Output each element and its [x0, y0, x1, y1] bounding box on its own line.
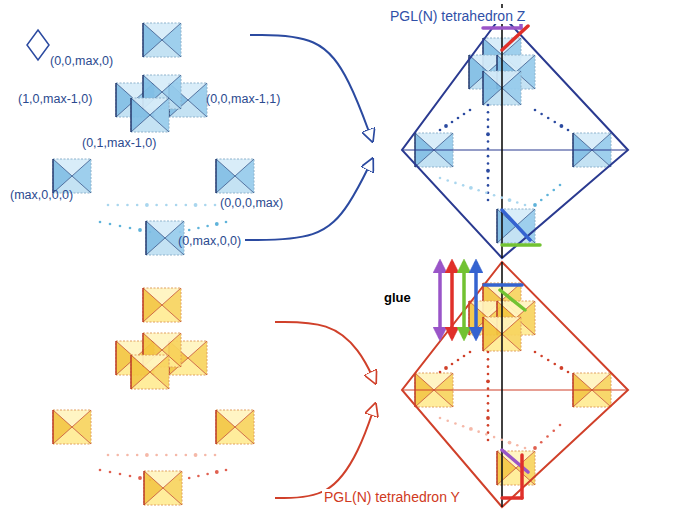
glue-arrow [462, 262, 466, 338]
diamond-symbol [27, 30, 49, 60]
glue-edge [502, 496, 522, 500]
curved-arrow [275, 322, 375, 382]
glue-arrow [438, 262, 442, 338]
octahedron [53, 159, 91, 193]
octahedron [131, 98, 169, 132]
glue-edge [500, 290, 525, 310]
tetrahedron-outline [402, 262, 628, 507]
glue-label: glue [382, 291, 413, 306]
coordinate-label: (max,0,0,0) [10, 188, 73, 202]
glue-edge [502, 26, 528, 50]
ellipsis-dots [439, 177, 527, 207]
glue-edge [502, 243, 540, 247]
coordinate-label: (0,0,0,max) [220, 196, 283, 210]
curved-arrow [250, 35, 372, 140]
ellipsis-dots [179, 469, 228, 482]
glue-arrow [450, 262, 454, 338]
octahedron [143, 288, 181, 322]
tetrahedron-title: PGL(N) tetrahedron Z [388, 8, 527, 24]
ellipsis-dots [486, 104, 490, 202]
ellipsis-dots [533, 184, 561, 207]
ellipsis-dots [534, 351, 570, 374]
octahedron [144, 471, 182, 505]
ellipsis-dots [179, 221, 228, 234]
coordinate-label: (0,0,max,0) [50, 54, 113, 68]
ellipsis-dots [439, 351, 472, 374]
glue-edge [520, 455, 524, 498]
ellipsis-dots [439, 109, 472, 132]
octahedron [53, 410, 91, 444]
glue-edge [483, 26, 521, 30]
glue-edge [502, 210, 530, 240]
curved-arrow [275, 405, 375, 498]
octahedron [143, 23, 181, 57]
coordinate-label: (0,max,0,0) [178, 234, 241, 248]
octahedron [216, 159, 254, 193]
octahedron [216, 410, 254, 444]
glue-edge [484, 283, 522, 287]
octahedron [131, 355, 169, 389]
ellipsis-dots [486, 351, 490, 442]
ellipsis-dots [439, 417, 527, 450]
ellipsis-dots [99, 221, 152, 234]
ellipsis-dots [534, 109, 570, 132]
glue-arrow [474, 262, 478, 338]
ellipsis-dots [107, 203, 217, 207]
ellipsis-dots [107, 453, 217, 457]
coordinate-label: (1,0,max-1,0) [18, 92, 92, 106]
glue-edge [502, 450, 528, 472]
ellipsis-dots [533, 424, 561, 450]
coordinate-label: (0,0,max-1,1) [206, 92, 280, 106]
coordinate-label: (0,1,max-1,0) [82, 136, 156, 150]
tetrahedron-outline [402, 15, 628, 258]
tetrahedron-title: PGL(N) tetrahedron Y [322, 489, 462, 505]
